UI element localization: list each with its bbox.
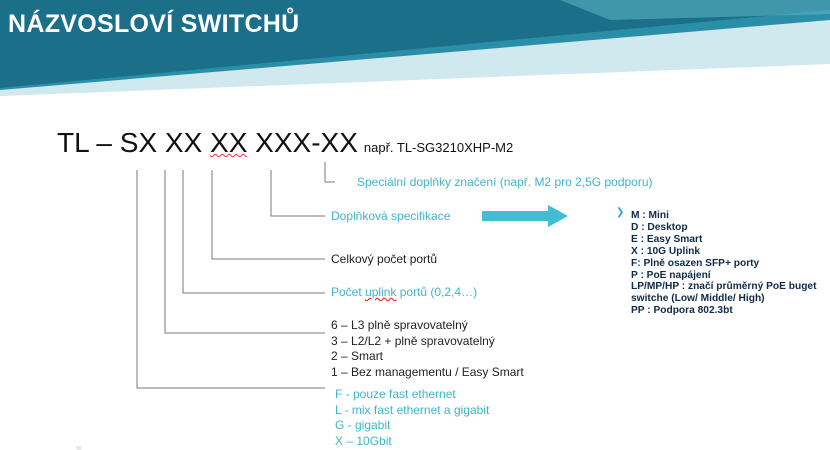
chevron-right-icon: ❯ — [616, 207, 625, 218]
slide-dot — [76, 446, 82, 450]
page-title: NÁZVOSLOVÍ SWITCHŮ — [8, 10, 300, 38]
pattern-example: např. TL-SG3210XHP-M2 — [363, 140, 514, 155]
spec-codes-list: M : Mini D : Desktop E : Easy Smart X : … — [631, 210, 816, 317]
list-item: PP : Podpora 802.3bt — [631, 305, 733, 317]
list-item: switche (Low/ Middle/ High) — [631, 293, 765, 305]
pattern-rest: XXX-XX — [247, 127, 358, 158]
list-item: 6 – L3 plně spravovatelný — [331, 318, 468, 332]
list-item: 3 – L2/L2 + plně spravovatelný — [331, 333, 495, 348]
connector-speed — [136, 170, 325, 389]
label-additional: Doplňková specifikace — [331, 209, 451, 223]
banner-highlight — [560, 0, 830, 20]
speed-list: F - pouze fast ethernet L - mix fast eth… — [335, 387, 489, 449]
connector-uplink — [182, 170, 325, 294]
list-item: E : Easy Smart — [631, 233, 703, 245]
list-item: G - gigabit — [335, 418, 391, 432]
list-item: F - pouze fast ethernet — [335, 387, 456, 401]
connector-management — [164, 170, 325, 334]
pattern-squiggle-part: XX — [210, 127, 248, 158]
list-item: M : Mini — [631, 210, 669, 221]
list-item: D : Desktop — [631, 221, 688, 233]
naming-pattern: TL – SX XX XX XXX-XX např. TL-SG3210XHP-M… — [57, 127, 513, 159]
banner-dark-band — [0, 0, 830, 88]
label-uplink-word: uplink — [365, 285, 397, 299]
management-list: 6 – L3 plně spravovatelný 3 – L2/L2 + pl… — [331, 318, 524, 380]
label-uplink: Počet uplink portů (0,2,4…) — [331, 285, 477, 299]
connector-additional — [270, 170, 325, 217]
list-item: F: Plně osazen SFP+ porty — [631, 257, 760, 269]
connector-special — [324, 162, 335, 183]
list-item: LP/MP/HP : značí průměrný PoE buget — [631, 281, 817, 293]
list-item: 1 – Bez managementu / Easy Smart — [331, 364, 524, 379]
list-item: X : 10G Uplink — [631, 245, 701, 257]
label-uplink-prefix: Počet — [331, 285, 366, 299]
list-item: L - mix fast ethernet a gigabit — [335, 402, 490, 417]
connector-total-ports — [211, 170, 325, 260]
label-uplink-suffix: portů (0,2,4…) — [396, 285, 478, 299]
title-banner — [0, 0, 830, 96]
pattern-prefix: TL – SX XX — [57, 127, 211, 158]
list-item: P : PoE napájení — [631, 269, 711, 281]
label-special: Speciální doplňky značení (např. M2 pro … — [357, 175, 653, 189]
list-item: X – 10Gbit — [335, 433, 392, 448]
label-total-ports: Celkový počet portů — [331, 252, 438, 266]
right-arrow-icon — [482, 205, 568, 227]
list-item: 2 – Smart — [331, 349, 384, 363]
